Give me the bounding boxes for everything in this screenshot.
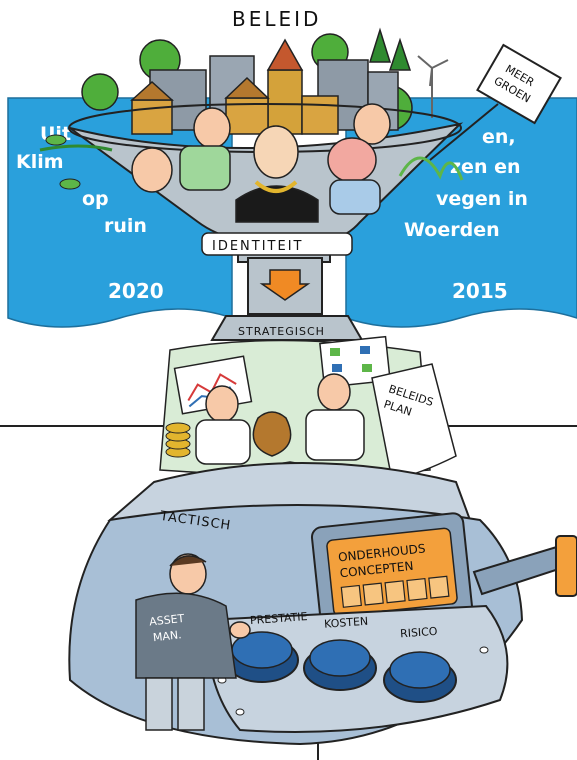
band-label-strategisch: STRATEGISCH bbox=[238, 325, 325, 338]
meer-groen-sign: MEER GROEN bbox=[398, 43, 562, 181]
lever-handle bbox=[555, 535, 577, 597]
person-head bbox=[131, 147, 173, 193]
people-group bbox=[39, 103, 391, 223]
left-banner-line-4: ruin bbox=[104, 215, 147, 237]
funnel-label-identiteit: IDENTITEIT bbox=[212, 239, 304, 254]
badge-line-1: ASSET bbox=[149, 612, 186, 629]
left-banner-line-2: Klim bbox=[16, 151, 64, 173]
knob-label-kosten: KOSTEN bbox=[324, 615, 369, 631]
mayor-chain bbox=[254, 180, 298, 193]
coin-stack-icon bbox=[165, 422, 191, 458]
left-banner: Uit Klim op ruin 2020 bbox=[7, 97, 233, 328]
person-head bbox=[317, 373, 351, 411]
right-banner-line-3: vegen in bbox=[436, 188, 528, 210]
right-banner-line-2: zen en bbox=[450, 156, 521, 178]
right-banner-line-1: en, bbox=[482, 126, 516, 148]
right-banner-year: 2015 bbox=[452, 279, 508, 303]
person-head bbox=[205, 385, 239, 423]
knob-label-risico: RISICO bbox=[400, 625, 439, 641]
down-arrow-icon bbox=[259, 269, 311, 301]
left-banner-year: 2020 bbox=[108, 279, 164, 303]
knob-risico bbox=[383, 651, 457, 703]
badge-line-2: MAN. bbox=[152, 628, 182, 644]
knob-label-prestatie: PRESTATIE bbox=[250, 610, 308, 627]
person-head-mayor bbox=[253, 125, 299, 179]
right-banner-line-4: Woerden bbox=[404, 219, 500, 241]
person-head bbox=[327, 137, 377, 183]
person-head bbox=[193, 107, 231, 149]
knob-kosten bbox=[303, 639, 377, 691]
hand-on-knob bbox=[229, 621, 251, 639]
asset-manager-person: ASSET MAN. bbox=[135, 553, 251, 731]
left-banner-line-3: op bbox=[82, 188, 109, 210]
town-skyline bbox=[81, 27, 449, 135]
title-beleid: BELEID bbox=[232, 7, 321, 31]
person-head bbox=[353, 103, 391, 145]
knob-prestatie bbox=[225, 631, 299, 683]
money-bag-icon bbox=[252, 411, 292, 457]
